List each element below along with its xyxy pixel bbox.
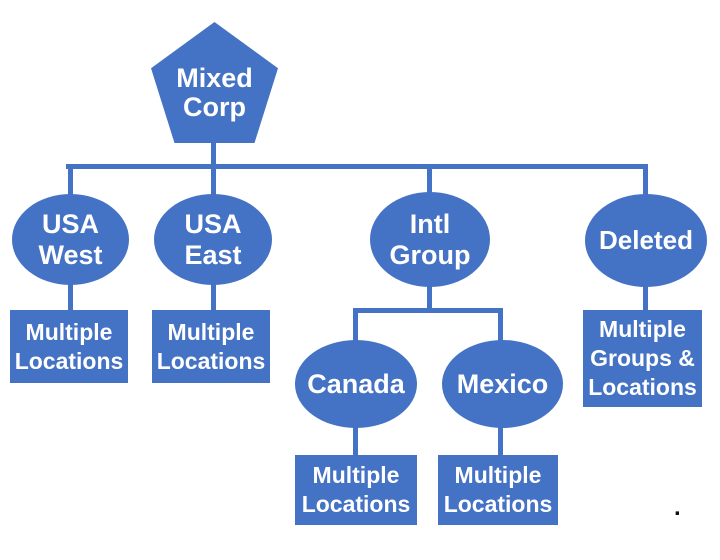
usa-west-box-line2: Locations [14, 347, 124, 374]
usa-east-label-line2: East [184, 239, 242, 270]
stray-period-text: . [674, 494, 681, 521]
usa-west-node: USA West [12, 194, 129, 285]
connector-intl-horizontal [353, 308, 503, 313]
mexico-box-line1: Multiple [454, 462, 542, 488]
connector-drop-deleted [643, 164, 648, 196]
connector-deleted-to-box [643, 285, 648, 312]
connector-root-to-usa-east [211, 143, 216, 196]
canada-box-line2: Locations [301, 491, 411, 517]
mixed-corp-label-line2: Corp [183, 92, 246, 122]
connector-usa-west-to-box [68, 283, 73, 312]
usa-west-label-line1: USA [41, 208, 99, 239]
connector-mexico-to-box [498, 426, 503, 457]
intl-group-label-line1: Intl [409, 208, 451, 239]
canada-node: Canada [295, 340, 417, 428]
deleted-box-line2: Groups & [590, 345, 695, 371]
canada-locations-box: Multiple Locations [295, 455, 417, 525]
usa-east-locations-box: Multiple Locations [152, 310, 270, 383]
intl-group-node: Intl Group [370, 192, 490, 287]
mexico-node: Mexico [442, 340, 563, 428]
canada-box-line1: Multiple [312, 462, 400, 488]
mixed-corp-node: Mixed Corp [151, 22, 278, 143]
usa-east-box-line1: Multiple [167, 318, 255, 345]
deleted-label: Deleted [599, 225, 693, 255]
connector-drop-canada [353, 308, 358, 342]
connector-intl-group-down [427, 285, 432, 311]
usa-east-label-line1: USA [184, 208, 242, 239]
mexico-box-line2: Locations [443, 491, 553, 517]
connector-drop-usa-west [68, 164, 73, 196]
connector-drop-mexico [498, 308, 503, 342]
usa-east-node: USA East [154, 194, 272, 285]
usa-west-label-line2: West [38, 239, 103, 270]
mexico-locations-box: Multiple Locations [438, 455, 558, 525]
connector-usa-east-to-box [211, 283, 216, 312]
canada-label: Canada [307, 368, 405, 399]
mexico-label: Mexico [456, 368, 549, 399]
deleted-box-line3: Locations [588, 374, 697, 400]
usa-east-box-line2: Locations [156, 347, 266, 374]
mixed-corp-label-line1: Mixed [176, 63, 253, 93]
deleted-box-line1: Multiple [599, 316, 686, 342]
connector-canada-to-box [353, 426, 358, 457]
deleted-node: Deleted [585, 194, 707, 287]
connector-top-horizontal [66, 164, 648, 169]
usa-west-box-line1: Multiple [25, 318, 113, 345]
intl-group-label-line2: Group [389, 239, 471, 270]
usa-west-locations-box: Multiple Locations [10, 310, 128, 383]
connector-drop-intl-group [427, 164, 432, 194]
deleted-groups-locations-box: Multiple Groups & Locations [583, 310, 702, 407]
